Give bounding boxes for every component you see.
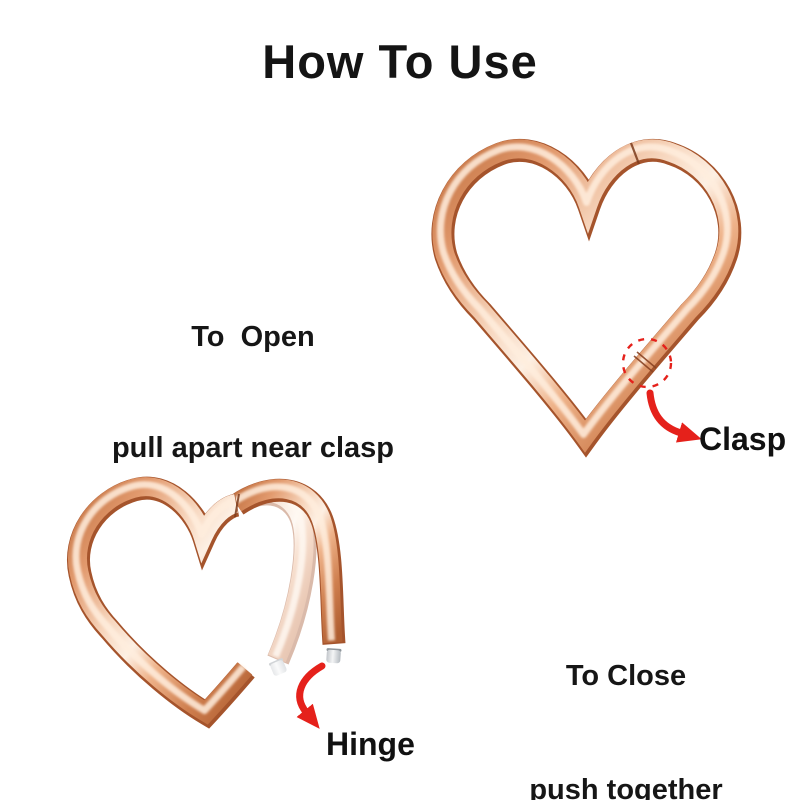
clasp-arrow-icon	[646, 389, 702, 443]
clasp-seam-lines	[633, 351, 657, 373]
clasp-highlight-dashed-circle	[621, 337, 673, 389]
hinge-callout-label: Hinge	[326, 726, 415, 762]
open-heart-ring-image	[50, 462, 400, 762]
swing-segment-ghost	[235, 490, 306, 676]
clasp-callout-label: Clasp	[699, 421, 787, 457]
closed-heart-ring-image	[424, 130, 759, 470]
to-close-line2: push together	[529, 774, 723, 800]
to-open-instruction: To Open pull apart near clasp	[88, 245, 418, 541]
hinge-pin-tip	[326, 648, 342, 664]
swing-segment-open	[235, 487, 342, 664]
to-open-line1: To Open	[191, 321, 315, 353]
to-close-instruction: To Close push together	[486, 581, 766, 800]
open-hinge-seam-line	[234, 493, 240, 518]
page-title: How To Use	[262, 35, 538, 88]
to-open-line2: pull apart near clasp	[111, 432, 395, 464]
hinge-arrow-icon	[296, 662, 326, 729]
hinge-pin-tip-ghost	[268, 658, 287, 676]
heart-fixed-half	[76, 485, 246, 714]
hinge-seam-line	[629, 142, 641, 165]
to-close-line1: To Close	[565, 660, 687, 692]
